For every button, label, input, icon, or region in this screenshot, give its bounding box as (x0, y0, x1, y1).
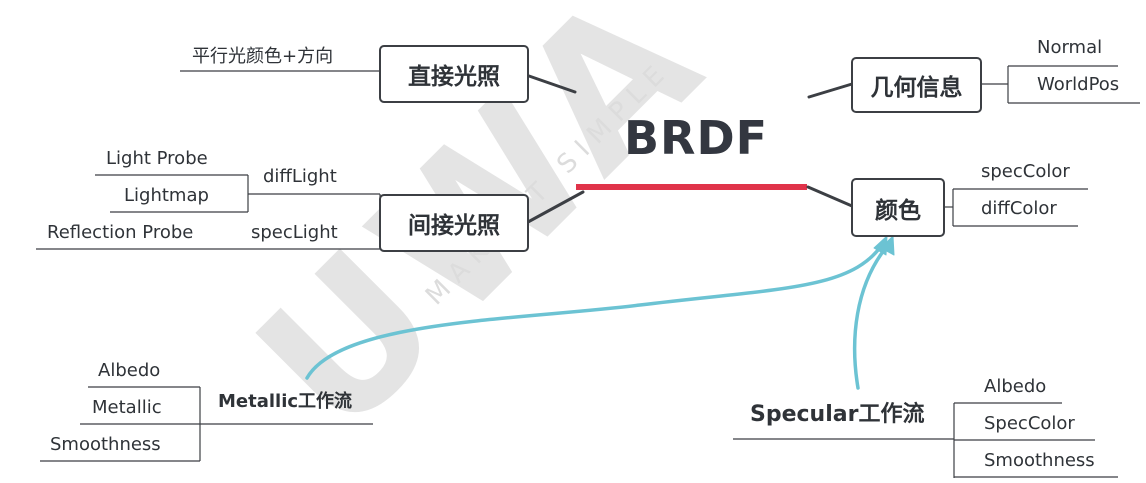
leaf-speclight: specLight (251, 222, 338, 243)
node-indirect-lighting: 间接光照 (379, 194, 529, 252)
leaf-normal: Normal (1037, 37, 1103, 58)
connector-indirect (526, 190, 585, 224)
connector-geometry (807, 82, 854, 99)
connector-color (806, 185, 854, 208)
node-metallic-workflow: Metallic工作流 (218, 391, 353, 412)
node-geometry-info: 几何信息 (851, 57, 982, 113)
arrow-metallic-to-color (305, 243, 884, 380)
leaf-worldpos: WorldPos (1037, 74, 1120, 95)
leaf-reflection-probe: Reflection Probe (47, 222, 194, 243)
leaf-light-probe: Light Probe (106, 148, 208, 169)
node-specular-workflow: Specular工作流 (750, 402, 925, 427)
leaf-speccolor: specColor (981, 161, 1070, 182)
arrow-specular-to-color (852, 243, 890, 390)
leaf-smoothness-m: Smoothness (50, 434, 161, 455)
leaf-speccolor-s: SpecColor (984, 413, 1075, 434)
node-color: 颜色 (851, 178, 945, 237)
node-direct-lighting: 直接光照 (379, 45, 529, 103)
connector-direct (527, 74, 577, 94)
leaf-directional-light: 平行光颜色+方向 (192, 46, 334, 67)
diagram-title: BRDF (624, 111, 769, 165)
leaf-smoothness-s: Smoothness (984, 450, 1095, 471)
leaf-albedo-m: Albedo (98, 360, 161, 381)
arrowhead-specular (880, 235, 895, 256)
title-underline-bar (576, 184, 807, 190)
leaf-albedo-s: Albedo (984, 376, 1047, 397)
leaf-difflight: diffLight (263, 166, 337, 187)
leaf-lightmap: Lightmap (124, 185, 209, 206)
leaf-diffcolor: diffColor (981, 198, 1057, 219)
leaf-metallic: Metallic (92, 397, 162, 418)
